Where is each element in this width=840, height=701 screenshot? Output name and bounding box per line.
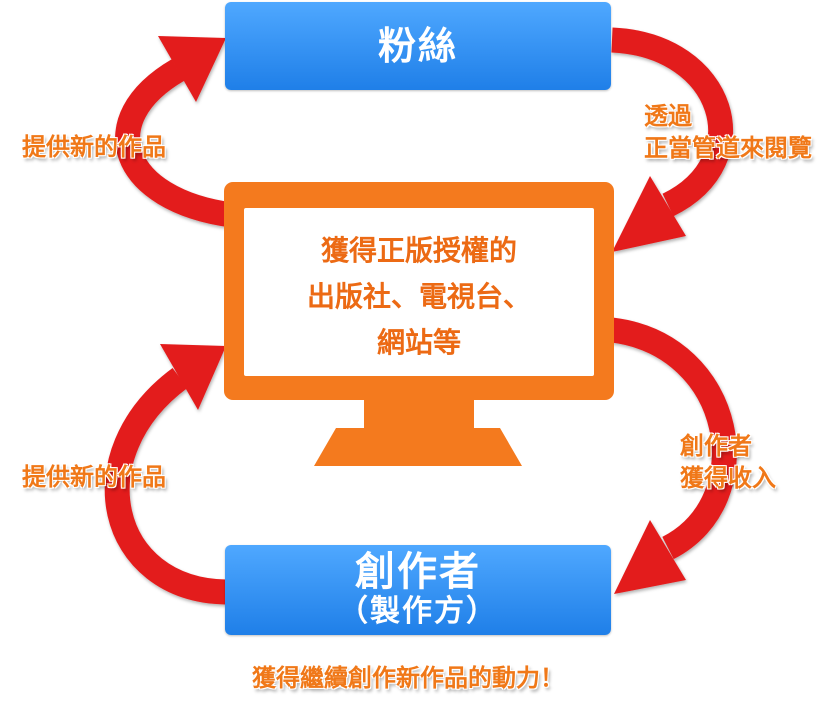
monitor-screen bbox=[244, 208, 594, 376]
creator-label: 創作者 bbox=[355, 549, 481, 595]
monitor-text-line: 網站等 bbox=[376, 326, 461, 359]
monitor-text: 獲得正版授權的 出版社、電視台、 網站等 bbox=[258, 228, 580, 366]
fans-box: 粉絲 bbox=[225, 2, 611, 90]
label-top-right-line2: 正當管道來閱覽 bbox=[644, 134, 812, 162]
footer-label: 獲得繼續創作新作品的動力！ bbox=[252, 664, 564, 692]
label-bottom-left: 提供新的作品 bbox=[22, 463, 166, 491]
arrow-creator-to-monitor bbox=[104, 344, 227, 605]
label-bottom-right-line1: 創作者 bbox=[680, 432, 752, 460]
arrow-monitor-to-fans bbox=[115, 36, 234, 228]
fans-label: 粉絲 bbox=[377, 24, 458, 68]
arrow-fans-to-monitor bbox=[611, 27, 733, 252]
arrow-monitor-to-creator bbox=[610, 317, 737, 594]
label-top-left: 提供新的作品 bbox=[22, 133, 166, 161]
monitor-text-line: 出版社、電視台、 bbox=[306, 280, 531, 313]
monitor bbox=[224, 182, 614, 466]
monitor-stand bbox=[314, 428, 522, 466]
label-top-right-line1: 透過 bbox=[644, 102, 692, 130]
monitor-neck bbox=[364, 400, 474, 428]
label-bottom-right-line2: 獲得收入 bbox=[680, 464, 776, 492]
creator-box: 創作者 （製作方） bbox=[225, 545, 611, 635]
monitor-text-line: 獲得正版授權的 bbox=[320, 234, 517, 267]
creator-sublabel: （製作方） bbox=[338, 594, 498, 629]
